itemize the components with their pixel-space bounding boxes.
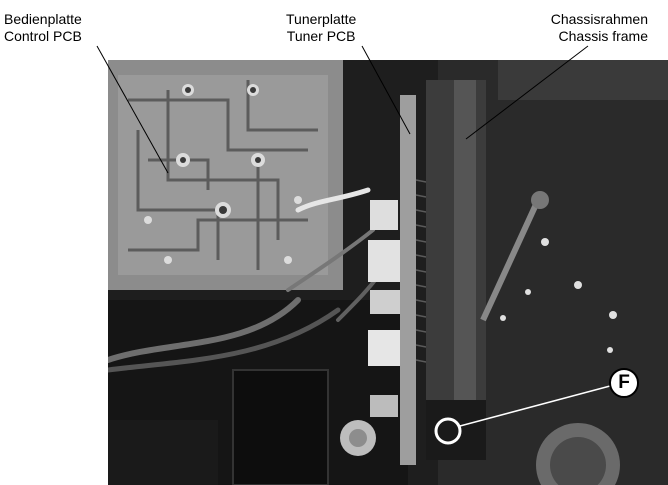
marker-f-callout: F bbox=[609, 368, 639, 398]
chassis-frame-label-de: Chassisrahmen bbox=[550, 11, 648, 27]
device-interior-photo bbox=[108, 60, 668, 485]
tuner-pcb bbox=[400, 95, 427, 465]
control-pcb-label-de: Bedienplatte bbox=[4, 11, 82, 27]
wire-harness bbox=[108, 187, 385, 373]
connectors bbox=[340, 200, 402, 456]
tuner-pcb-label-en: Tuner PCB bbox=[286, 28, 356, 44]
chassis-frame-label: Chassisrahmen Chassis frame bbox=[520, 11, 648, 45]
lower-housing bbox=[108, 369, 329, 485]
control-pcb-label-en: Control PCB bbox=[4, 28, 82, 44]
control-pcb-label: Bedienplatte Control PCB bbox=[4, 11, 82, 45]
control-pcb bbox=[108, 60, 343, 290]
chassis-frame-label-en: Chassis frame bbox=[558, 28, 648, 44]
tuner-pcb-label-de: Tunerplatte bbox=[286, 11, 357, 27]
chassis-frame bbox=[426, 80, 486, 460]
tuner-pcb-label: Tunerplatte Tuner PCB bbox=[286, 11, 356, 45]
